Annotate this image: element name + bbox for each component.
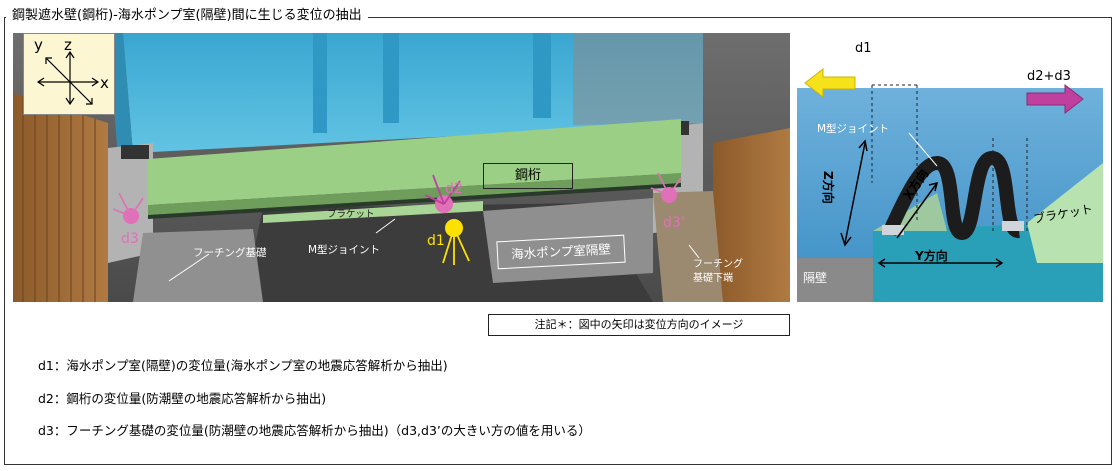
side-scene — [797, 67, 1103, 302]
d3-label: d3 — [121, 231, 139, 247]
axis-y-label: y — [34, 36, 43, 54]
d1-label: d1 — [427, 233, 445, 249]
main-scene — [13, 33, 790, 302]
axis-arrows-icon — [36, 50, 100, 106]
main-figure: y z x 鋼桁 ブラケット M型ジョイント フーチング基礎 フーチング 基礎下… — [13, 33, 790, 302]
axis-x-label: x — [100, 74, 109, 92]
note-box: 注記＊：図中の矢印は変位方向のイメージ — [488, 314, 790, 336]
description-d1: d1：海水ポンプ室(隔壁)の変位量(海水ポンプ室の地震応答解析から抽出) — [38, 358, 448, 373]
description-d2: d2：鋼桁の変位量(防潮壁の地震応答解析から抽出) — [38, 391, 327, 406]
side-z-label: Z方向 — [821, 171, 835, 204]
figure-frame — [4, 17, 1112, 465]
axis-z-label: z — [64, 36, 72, 54]
bracket-label: ブラケット — [327, 209, 375, 220]
side-d1-label: d1 — [855, 41, 872, 56]
m-joint-label: M型ジョイント — [308, 244, 381, 256]
d2-label: d2 — [445, 181, 463, 197]
axis-indicator: y z x — [23, 33, 115, 115]
side-figure: d1 d2+d3 M型ジョイント Z方向 X方向 Y方向 ブラケット 隔壁 — [797, 33, 1103, 302]
side-m-joint-label: M型ジョイント — [817, 123, 890, 135]
description-d3: d3：フーチング基礎の変位量(防潮壁の地震応答解析から抽出)（d3,d3’の大き… — [38, 423, 591, 438]
footing-bottom-label: フーチング 基礎下端 — [693, 259, 743, 284]
steel-girder-label: 鋼桁 — [483, 163, 573, 189]
d3-prime-label: d3’ — [663, 215, 686, 231]
side-wall-label: 隔壁 — [803, 271, 828, 285]
side-y-label: Y方向 — [915, 249, 948, 263]
footing-label: フーチング基礎 — [193, 247, 267, 259]
figure-title: 鋼製遮水壁(鋼桁)-海水ポンプ室(隔壁)間に生じる変位の抽出 — [6, 7, 368, 25]
side-d2d3-label: d2+d3 — [1027, 69, 1071, 84]
